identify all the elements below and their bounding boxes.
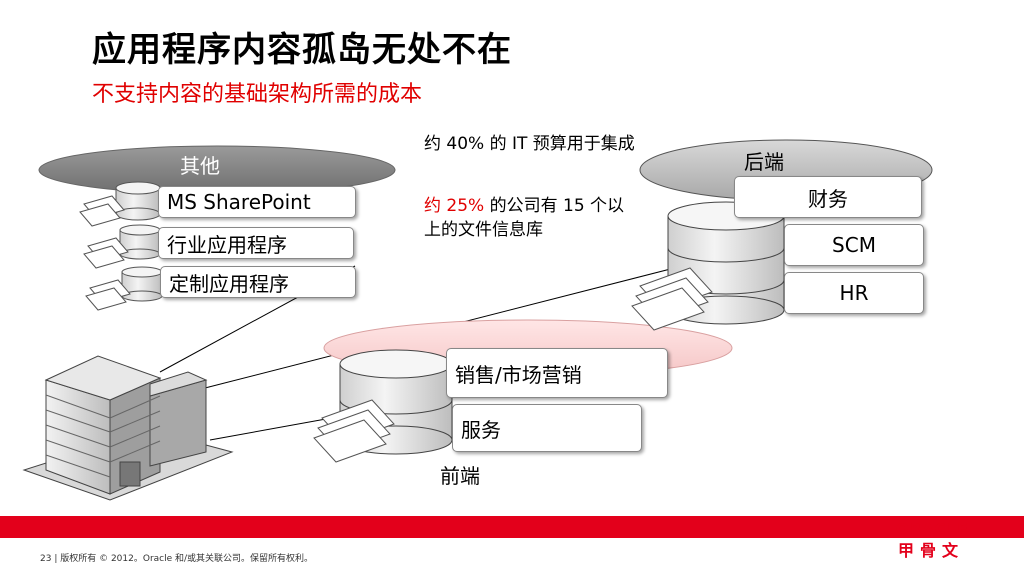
footer-copyright: 23 | 版权所有 © 2012。Oracle 和/或其关联公司。保留所有权利。 — [40, 551, 313, 564]
hr-box: HR — [784, 272, 924, 314]
frontend-group-label: 前端 — [440, 464, 480, 488]
copyright-text: 版权所有 © 2012。Oracle 和/或其关联公司。保留所有权利。 — [60, 554, 314, 564]
industry-app-box: 行业应用程序 — [158, 227, 354, 259]
companies-pct: 约 25% — [424, 196, 485, 216]
service-box: 服务 — [452, 404, 642, 452]
page-title: 应用程序内容孤岛无处不在 — [92, 30, 512, 70]
it-budget-pct: 约 40% — [424, 134, 485, 154]
building-icon — [22, 355, 234, 501]
finance-box: 财务 — [734, 176, 922, 218]
custom-app-box: 定制应用程序 — [160, 266, 356, 298]
it-budget-text: 的 IT 预算用于集成 — [484, 134, 635, 154]
page-subtitle: 不支持内容的基础架构所需的成本 — [92, 82, 423, 107]
industry-app-db-icon — [83, 224, 161, 269]
custom-app-db-icon — [85, 266, 163, 311]
companies-text: 的公司有 15 个以上的文件信息库 — [424, 196, 625, 240]
oracle-logo-cn: 甲骨文 — [898, 541, 965, 560]
sharepoint-box: MS SharePoint — [158, 186, 356, 218]
sharepoint-db-icon — [79, 181, 161, 227]
backend-database-icon — [631, 201, 785, 331]
backend-group-label: 后端 — [744, 150, 784, 174]
it-budget-note: 约 40% 的 IT 预算用于集成 — [424, 132, 660, 156]
footer-divider: | — [54, 554, 61, 564]
frontend-database-icon — [313, 349, 453, 463]
oracle-logo: ORACLE — [896, 520, 969, 538]
scm-box: SCM — [784, 224, 924, 266]
sales-marketing-box: 销售/市场营销 — [446, 348, 668, 398]
companies-note: 约 25% 的公司有 15 个以上的文件信息库 — [424, 194, 636, 242]
page-number: 23 — [40, 554, 52, 564]
footer-bar — [0, 516, 1024, 538]
other-group-label: 其他 — [180, 154, 220, 178]
